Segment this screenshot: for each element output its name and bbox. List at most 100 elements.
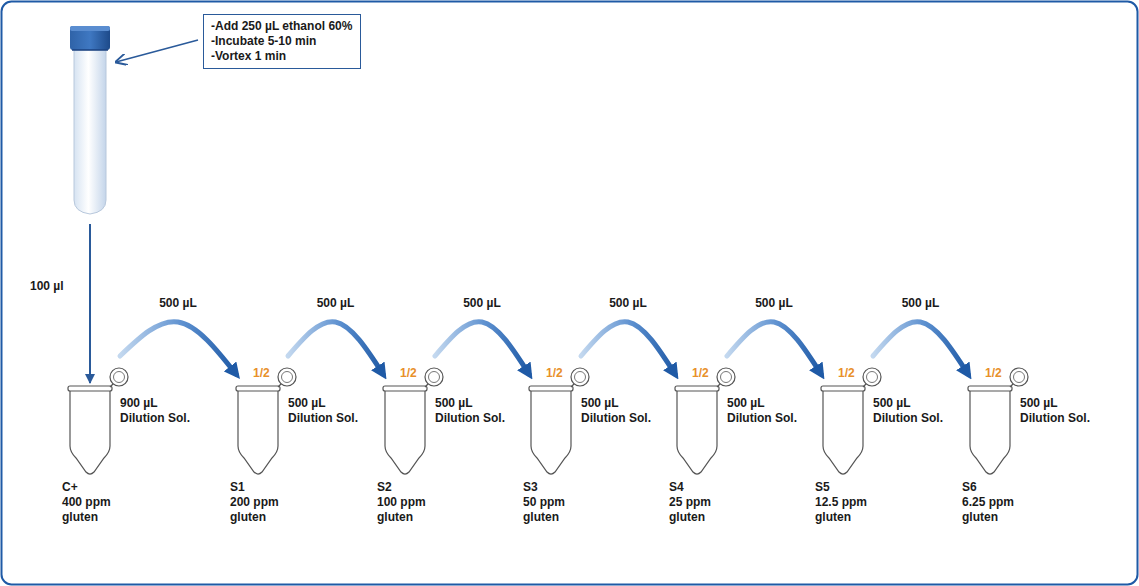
tube-lid (425, 368, 443, 386)
lid-ring (721, 372, 732, 383)
tube-lid (571, 368, 589, 386)
tube-body (70, 390, 110, 474)
sample-label: S1 200 ppm gluten (230, 480, 279, 525)
tube-lid (863, 368, 881, 386)
tube-lid (110, 368, 128, 386)
text-line: 500 µL (581, 396, 651, 411)
diluent-volume: 500 µL Dilution Sol. (581, 396, 651, 426)
dilution-tube: 900 µL Dilution Sol. C+ 400 ppm gluten (58, 362, 192, 527)
text-line: gluten (62, 510, 111, 525)
cap-edge (72, 49, 108, 51)
text-line: C+ (62, 480, 111, 495)
lid-ring (867, 372, 878, 383)
tube-body (970, 390, 1010, 474)
text-line: 500 µL (873, 396, 943, 411)
lid-ring (429, 372, 440, 383)
dilution-factor: 1/2 (838, 366, 855, 381)
dilution-tube: 1/2 500 µL Dilution Sol. S1 200 ppm gluten (226, 362, 360, 527)
tube-rim (675, 386, 719, 391)
instruction-step: -Add 250 µL ethanol 60% (211, 19, 352, 34)
tube-lid (278, 368, 296, 386)
transfer-volume: 500 µL (900, 296, 942, 311)
text-line: gluten (962, 510, 1014, 525)
dilution-tube: 1/2500 µL Dilution Sol.S2 100 ppm gluten (373, 362, 507, 527)
lid-ring (1014, 372, 1025, 383)
text-line: S1 (230, 480, 279, 495)
sample-label: C+ 400 ppm gluten (62, 480, 111, 525)
transfer-volume: 500 µL (461, 296, 503, 311)
falcon-tube (70, 26, 110, 214)
lid-ring (575, 372, 586, 383)
text-line: S6 (962, 480, 1014, 495)
text-line: S4 (669, 480, 711, 495)
text-line: S2 (377, 480, 426, 495)
cap-rim (70, 26, 110, 31)
text-line: Dilution Sol. (1020, 411, 1090, 426)
text-line: gluten (523, 510, 565, 525)
text-line: 50 ppm (523, 495, 565, 510)
sample-label: S3 50 ppm gluten (523, 480, 565, 525)
tube-body (823, 390, 863, 474)
text-line: 500 µL (435, 396, 505, 411)
tube-body (238, 390, 278, 474)
transfer-arrow (873, 322, 968, 374)
diluent-volume: 500 µL Dilution Sol. (288, 396, 358, 426)
tube-body (385, 390, 425, 474)
transfer-volume: 500 µL (607, 296, 649, 311)
dilution-tube: 1/2 500 µL Dilution Sol. S3 50 ppm gluten (519, 362, 653, 527)
diluent-volume: 500 µL Dilution Sol. (873, 396, 943, 426)
transfer-volume: 500 µL (157, 296, 199, 311)
tube-body (531, 390, 571, 474)
diluent-volume: 500 µL Dilution Sol. (435, 396, 505, 426)
sample-label: S2 100 ppm gluten (377, 480, 426, 525)
transfer-arrow (288, 322, 383, 374)
text-line: 6.25 ppm (962, 495, 1014, 510)
dilution-factor: 1/2 (985, 366, 1002, 381)
instruction-box: -Add 250 µL ethanol 60%-Incubate 5-10 mi… (203, 14, 361, 69)
tube-rim (821, 386, 865, 391)
tube-rim (968, 386, 1012, 391)
text-line: S5 (815, 480, 867, 495)
diluent-volume: 500 µL Dilution Sol. (1020, 396, 1090, 426)
tube-lid (717, 368, 735, 386)
tube-rim (529, 386, 573, 391)
text-line: gluten (815, 510, 867, 525)
dilution-factor: 1/2 (692, 366, 709, 381)
text-line: Dilution Sol. (581, 411, 651, 426)
tube-rim (383, 386, 427, 391)
dilution-factor: 1/2 (253, 366, 270, 381)
transfer-arrow (727, 322, 821, 374)
text-line: 12.5 ppm (815, 495, 867, 510)
transfer-volume: 500 µL (753, 296, 795, 311)
text-line: Dilution Sol. (120, 411, 190, 426)
lid-ring (282, 372, 293, 383)
text-line: Dilution Sol. (727, 411, 797, 426)
tube-body (74, 50, 106, 214)
instruction-step: -Vortex 1 min (211, 49, 352, 64)
text-line: 500 µL (727, 396, 797, 411)
transfer-arrow (120, 322, 236, 374)
text-line: gluten (230, 510, 279, 525)
tube-rim (236, 386, 280, 391)
text-line: 500 µL (288, 396, 358, 411)
text-line: Dilution Sol. (873, 411, 943, 426)
text-line: gluten (669, 510, 711, 525)
diluent-volume: 900 µL Dilution Sol. (120, 396, 190, 426)
text-line: Dilution Sol. (435, 411, 505, 426)
dilution-tube: 1/2 500 µL Dilution Sol. S5 12.5 ppm glute… (811, 362, 945, 527)
transfer-volume: 500 µL (315, 296, 357, 311)
text-line: 200 ppm (230, 495, 279, 510)
dilution-factor: 1/2 (546, 366, 563, 381)
text-line: S3 (523, 480, 565, 495)
sample-label: S5 12.5 ppm gluten (815, 480, 867, 525)
text-line: 500 µL (1020, 396, 1090, 411)
text-line: gluten (377, 510, 426, 525)
transfer-volume: 100 µl (30, 279, 64, 294)
text-line: 900 µL (120, 396, 190, 411)
diluent-volume: 500 µL Dilution Sol. (727, 396, 797, 426)
callout-arrow (116, 40, 198, 62)
dilution-tube: 1/2 500 µL Dilution Sol. S6 6.25 ppm glute… (958, 362, 1092, 527)
